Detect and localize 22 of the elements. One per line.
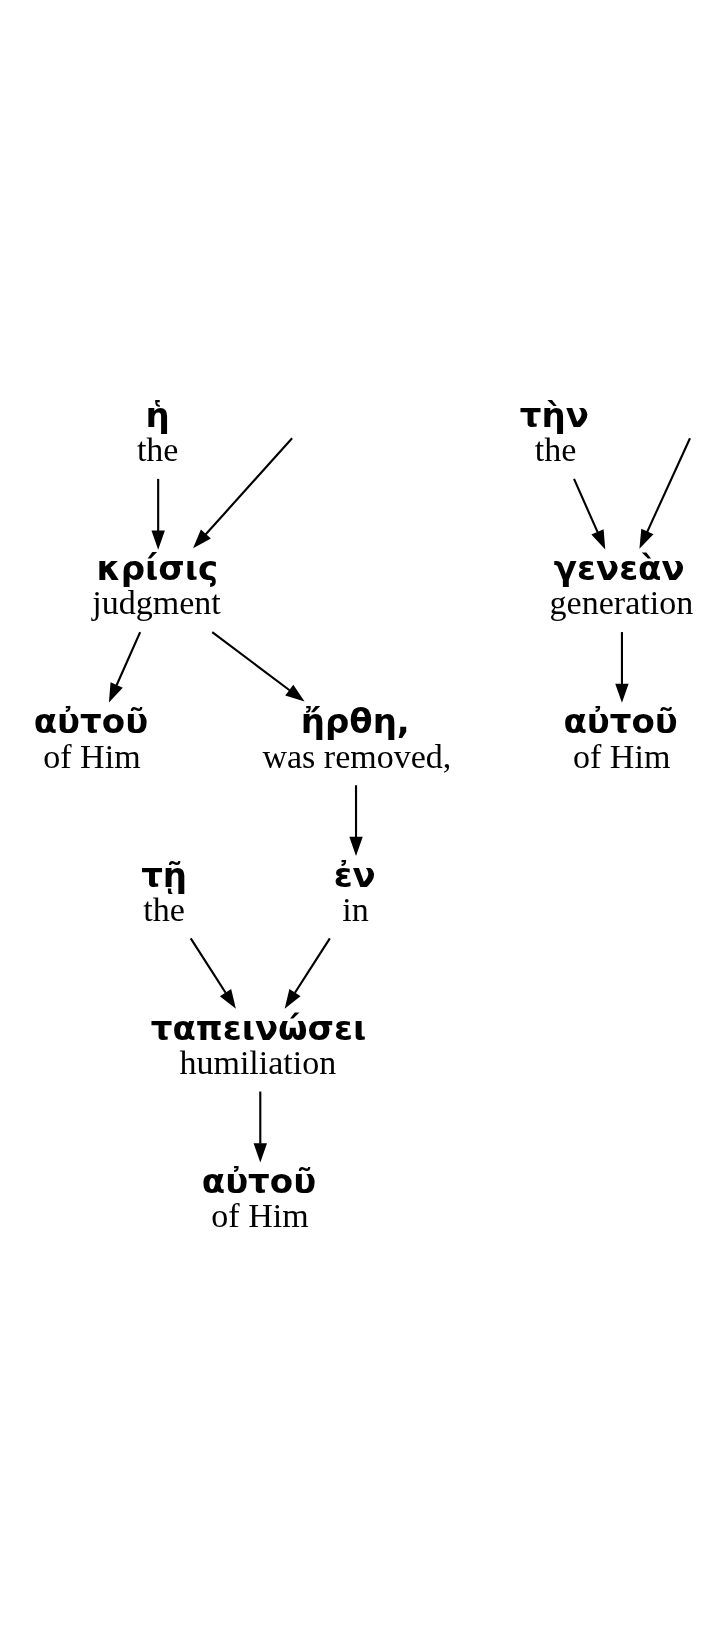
- node-text: ἡ the: [136, 394, 179, 468]
- arrow: [189, 937, 236, 1009]
- node-text: κρίσις judgment: [92, 547, 221, 621]
- node-text: ταπεινώσει humiliation: [150, 1007, 367, 1081]
- node-text: τῇ the: [141, 854, 188, 928]
- node-text: ἤρθη, was removed,: [262, 700, 452, 775]
- arrow: [284, 937, 331, 1009]
- arrow: [349, 784, 363, 856]
- arrow: [193, 437, 293, 548]
- node-text: αὐτοῦ of Him: [201, 1160, 317, 1234]
- arrow: [151, 478, 165, 550]
- arrow: [253, 1091, 267, 1162]
- arrow: [615, 631, 629, 703]
- node-text: αὐτοῦ of Him: [33, 700, 149, 775]
- arrow: [108, 631, 142, 703]
- arrow: [211, 630, 305, 702]
- node-text: τὴν the: [519, 394, 589, 468]
- node-text: γενεὰν generation: [549, 547, 694, 621]
- node-text: αὐτοῦ of Him: [563, 700, 678, 775]
- arrow: [639, 437, 691, 549]
- arrow: [573, 477, 606, 549]
- node-text: ἐν in: [333, 854, 376, 928]
